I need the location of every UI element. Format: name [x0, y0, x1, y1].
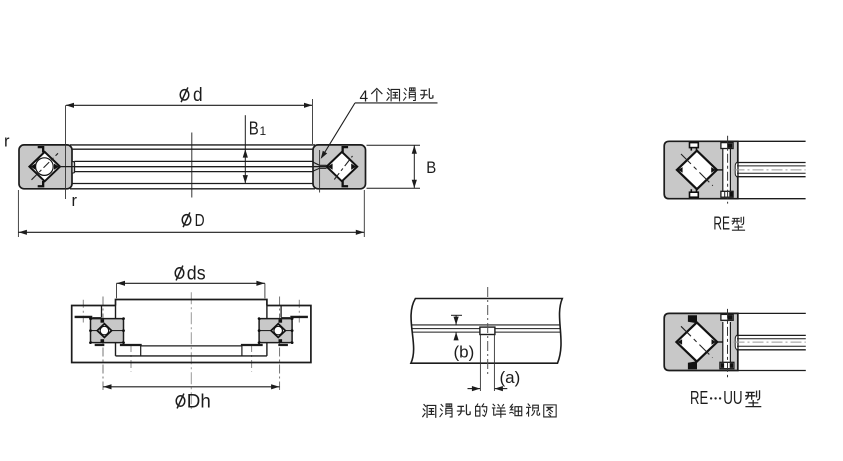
svg-text:UU: UU — [723, 387, 742, 408]
svg-text:ds: ds — [187, 264, 206, 285]
svg-text:r: r — [4, 133, 10, 151]
svg-text:4: 4 — [360, 88, 369, 105]
svg-text:(a): (a) — [500, 368, 521, 387]
svg-text:B: B — [249, 119, 259, 139]
svg-text:RE: RE — [690, 387, 708, 408]
svg-text:1: 1 — [260, 124, 267, 138]
svg-text:d: d — [193, 85, 203, 106]
svg-text:D: D — [195, 210, 205, 230]
svg-text:(b): (b) — [454, 342, 475, 361]
svg-text:r: r — [72, 192, 78, 210]
svg-text:Dh: Dh — [187, 391, 211, 412]
svg-text:RE: RE — [713, 213, 730, 234]
svg-text:B: B — [426, 158, 436, 177]
